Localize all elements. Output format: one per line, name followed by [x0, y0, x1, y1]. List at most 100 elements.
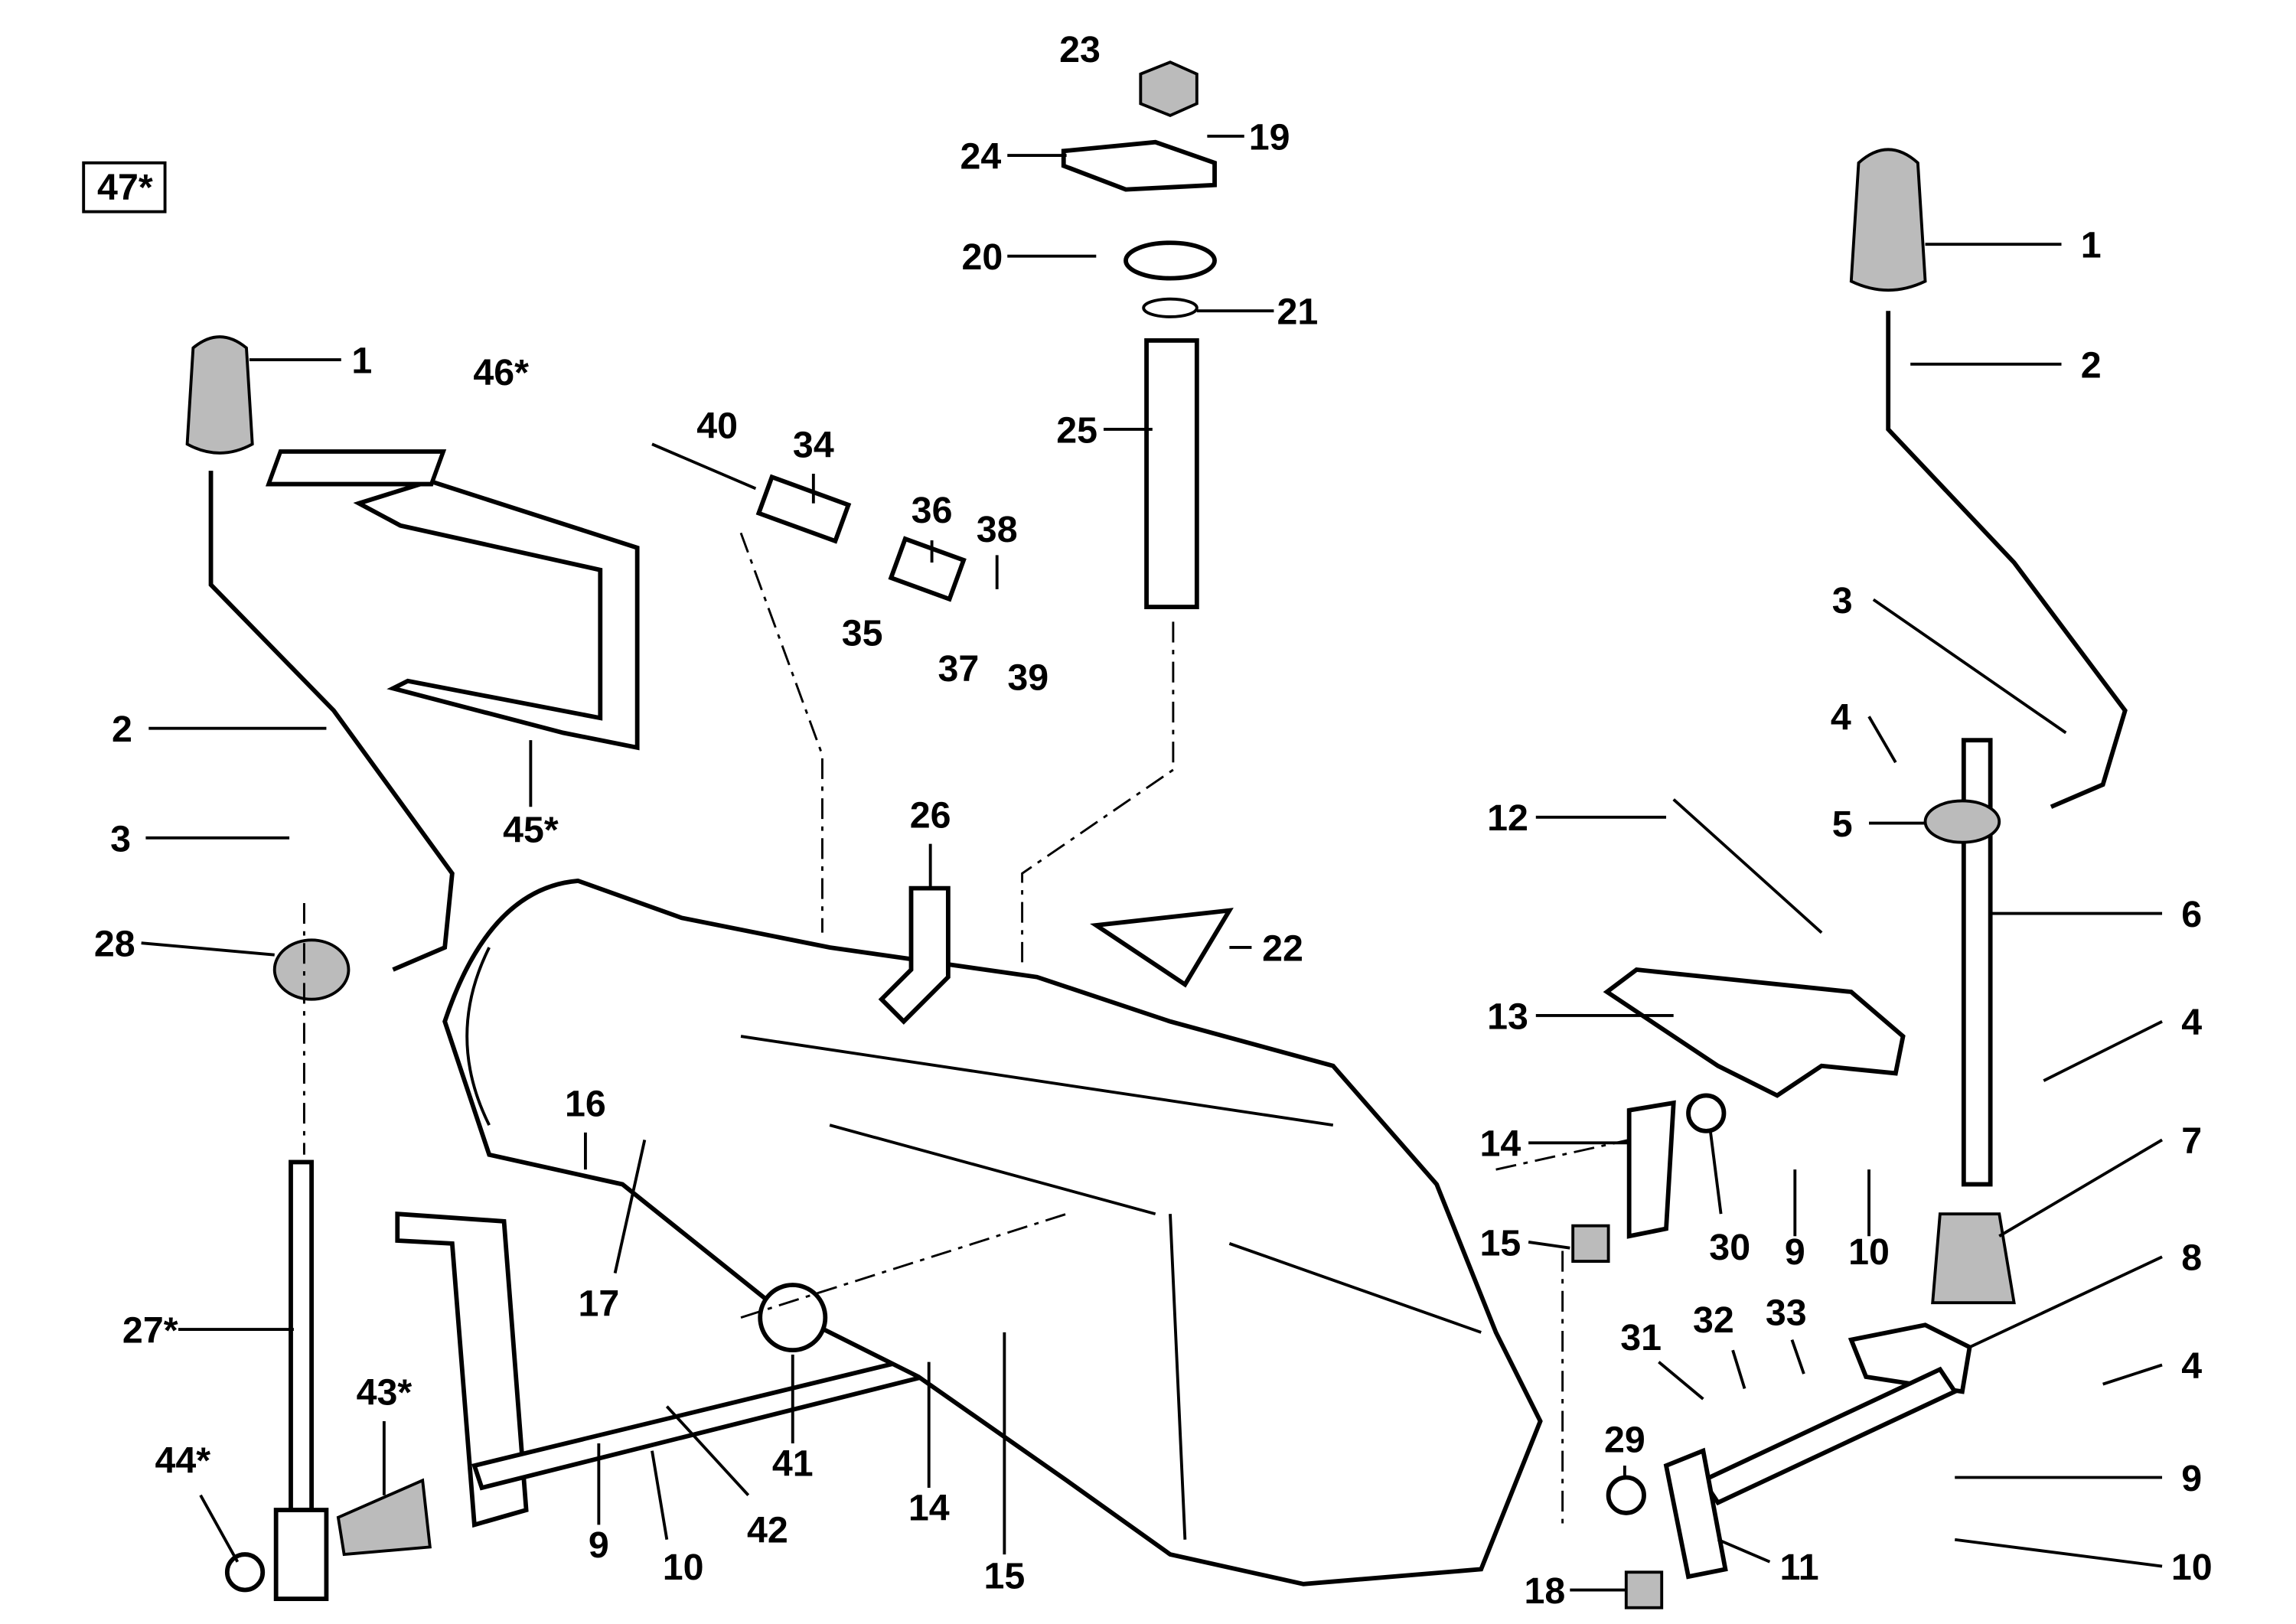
- callout-41: 41: [772, 1443, 814, 1485]
- callout-2: 2: [112, 709, 132, 750]
- callout-20: 20: [961, 236, 1003, 278]
- spring-12: [1672, 798, 1823, 934]
- arm-11: [1663, 1447, 1728, 1580]
- callout-45-star: 45*: [503, 810, 559, 851]
- callout-17: 17: [578, 1283, 619, 1325]
- callout-1: 1: [2081, 225, 2102, 266]
- leader-line: [1790, 1339, 1805, 1375]
- callout-4: 4: [1831, 697, 1851, 739]
- callout-3: 3: [1832, 580, 1853, 621]
- leader-line: [2102, 1363, 2163, 1386]
- callout-14: 14: [1479, 1123, 1521, 1165]
- block-5: [1923, 799, 2001, 844]
- callout-25: 25: [1056, 409, 1097, 451]
- callout-3: 3: [110, 818, 131, 859]
- callout-6: 6: [2181, 894, 2202, 935]
- callout-24: 24: [960, 136, 1002, 178]
- callout-28: 28: [94, 924, 135, 965]
- callout-4: 4: [2181, 1002, 2202, 1043]
- leader-line: [665, 1405, 750, 1497]
- left-lever: [208, 471, 455, 972]
- leader-line: [1998, 1138, 2164, 1238]
- set-label-box: 47*: [82, 161, 167, 214]
- callout-36: 36: [912, 490, 953, 531]
- bolt-15: [1571, 1224, 1610, 1264]
- callout-39: 39: [1007, 657, 1049, 698]
- lever-pedal: [395, 1211, 529, 1528]
- callout-18: 18: [1525, 1570, 1566, 1612]
- leader-line: [1968, 1255, 2163, 1349]
- plate-46: [265, 449, 447, 487]
- spring-40: [651, 442, 757, 491]
- callout-9: 9: [589, 1525, 609, 1566]
- set-label: 47*: [97, 167, 153, 208]
- callout-32: 32: [1693, 1300, 1734, 1341]
- leader-line: [2043, 1019, 2163, 1082]
- callout-19: 19: [1249, 116, 1290, 158]
- nut-23: [1139, 60, 1199, 117]
- callout-21: 21: [1277, 292, 1318, 333]
- callout-38: 38: [977, 509, 1018, 550]
- callout-34: 34: [793, 425, 834, 466]
- leader-line: [1731, 1349, 1746, 1390]
- bolt-18: [1624, 1570, 1664, 1609]
- callout-46-star: 46*: [473, 352, 529, 393]
- bracket-45: [353, 478, 640, 751]
- leader-line: [1867, 716, 1897, 764]
- callout-43-star: 43*: [357, 1372, 413, 1414]
- callout-15: 15: [1479, 1222, 1521, 1264]
- callout-11: 11: [1780, 1547, 1819, 1588]
- callout-29: 29: [1604, 1420, 1645, 1461]
- rod-27: [289, 1159, 314, 1512]
- sleeve-36: [888, 536, 967, 602]
- leader-line: [1954, 1538, 2163, 1568]
- callout-7: 7: [2181, 1120, 2202, 1162]
- bracket-26: [878, 885, 951, 1025]
- callout-4: 4: [2181, 1345, 2202, 1387]
- plate-22: [1090, 908, 1234, 988]
- bearing-41: [758, 1283, 828, 1353]
- callout-9: 9: [2181, 1458, 2202, 1499]
- callout-8: 8: [2181, 1238, 2202, 1279]
- callout-10: 10: [663, 1547, 704, 1588]
- lever-13: [1603, 967, 1906, 1098]
- pin-34: [755, 474, 852, 544]
- leader-line: [651, 1450, 669, 1541]
- washer-30: [1686, 1093, 1727, 1133]
- callout-13: 13: [1487, 996, 1528, 1037]
- callout-1: 1: [351, 340, 372, 381]
- callout-35: 35: [842, 612, 883, 654]
- callout-22: 22: [1262, 928, 1303, 969]
- arm-14: [1626, 1100, 1676, 1239]
- nut-44: [224, 1552, 266, 1593]
- leader-line: [1528, 1241, 1570, 1250]
- leader-line: [1872, 598, 2067, 735]
- leader-line: [1709, 1132, 1723, 1215]
- callout-44-star: 44*: [155, 1440, 210, 1482]
- callout-10: 10: [2171, 1547, 2213, 1588]
- leader-line: [1658, 1361, 1704, 1401]
- callout-10: 10: [1848, 1231, 1890, 1273]
- leader-line: [141, 941, 275, 957]
- cup-7: [1931, 1212, 2016, 1305]
- washer-29: [1606, 1475, 1646, 1515]
- leader-line: [1717, 1538, 1771, 1564]
- shaft-25: [1144, 338, 1199, 609]
- ring-21: [1142, 297, 1199, 318]
- callout-37: 37: [938, 648, 980, 690]
- callout-2: 2: [2081, 344, 2102, 386]
- spring-20: [1124, 240, 1217, 281]
- drawing: [185, 60, 2128, 1609]
- right-lever: [1886, 311, 2128, 809]
- shaft-11: [1700, 1366, 1958, 1506]
- callout-27-star: 27*: [122, 1309, 178, 1351]
- callout-16: 16: [565, 1084, 606, 1125]
- leader-line: [613, 1140, 647, 1273]
- callout-5: 5: [1832, 804, 1853, 845]
- housing-flange: [465, 947, 1482, 1540]
- callout-12: 12: [1487, 797, 1528, 839]
- rod-27-end: [273, 1508, 329, 1602]
- callout-40: 40: [696, 406, 738, 447]
- callout-42: 42: [747, 1510, 788, 1551]
